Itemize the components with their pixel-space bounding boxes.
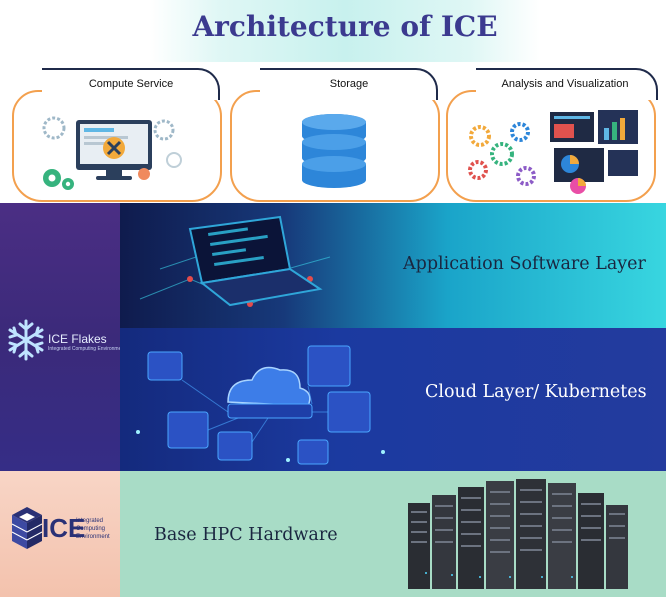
ice-logo-subtitle: Integrated Computing Environment: [76, 518, 110, 540]
database-icon: [302, 114, 366, 188]
laptop-icon: [139, 215, 331, 307]
application-software-layer: Application Software Layer: [120, 203, 666, 328]
ice-flakes-logo-subtitle: Integrated Computing Environment: [48, 346, 126, 352]
base-hpc-hardware-layer: Base HPC Hardware: [120, 471, 666, 597]
ice-flakes-logo-name: ICE Flakes: [48, 332, 107, 346]
analytics-icon: [468, 110, 638, 194]
title-band: [150, 0, 540, 62]
cloud-network-icon: [136, 345, 385, 465]
cloud-layer-label: Cloud Layer/ Kubernetes: [425, 382, 647, 402]
card-tab: [476, 68, 658, 100]
compute-icon: [42, 116, 182, 190]
card-tab: [42, 68, 220, 100]
ice-cube-icon: [11, 507, 43, 549]
application-layer-label: Application Software Layer: [403, 254, 646, 274]
snowflake-icon: [8, 319, 44, 361]
page-title: Architecture of ICE: [192, 10, 498, 43]
card-tab: [260, 68, 438, 100]
service-card-storage: Storage: [230, 68, 440, 202]
service-card-compute: Compute Service: [12, 68, 222, 202]
cloud-kubernetes-layer: Cloud Layer/ Kubernetes: [120, 328, 666, 471]
ice-logo-name: ICE: [42, 513, 86, 543]
service-card-analysis: Analysis and Visualization: [446, 68, 658, 202]
server-rack-icon: [408, 479, 628, 589]
service-label-storage: Storage: [329, 78, 369, 90]
hardware-layer-label: Base HPC Hardware: [154, 525, 338, 545]
service-label-analysis: Analysis and Visualization: [501, 78, 629, 90]
service-label-compute: Compute Service: [88, 78, 174, 90]
